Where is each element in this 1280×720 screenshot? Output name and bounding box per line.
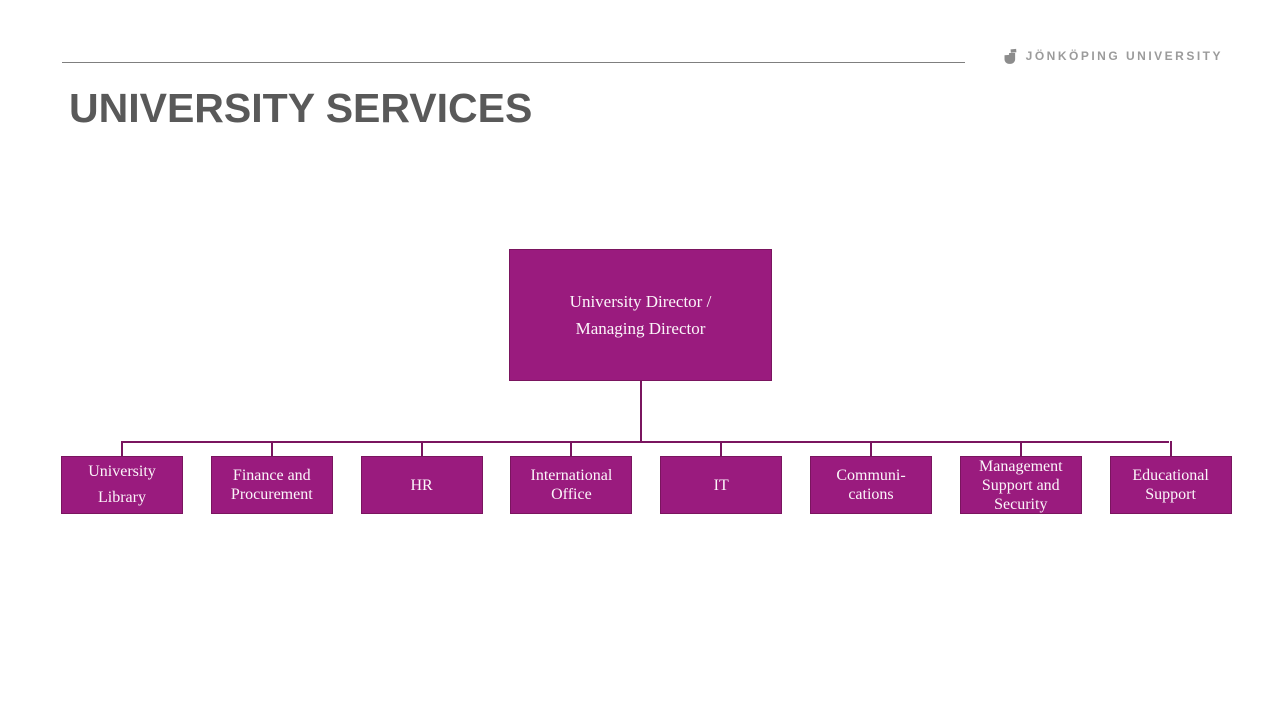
connector-horizontal bbox=[121, 441, 1169, 443]
org-node-label-line: Procurement bbox=[230, 486, 313, 503]
org-node-label-line: Library bbox=[98, 489, 146, 506]
org-node-root[interactable]: University Director / Managing Director bbox=[509, 249, 772, 381]
university-logo: JÖNKÖPING UNIVERSITY bbox=[1003, 40, 1223, 72]
connector-stub-management-support-and-security bbox=[1019, 441, 1022, 457]
org-node-label-line: Management bbox=[979, 457, 1063, 475]
org-node-label-line: Educational bbox=[1132, 467, 1209, 484]
connector-stub-finance-and-procurement bbox=[270, 441, 273, 457]
org-node-hr[interactable]: HR bbox=[360, 456, 483, 514]
org-node-it[interactable]: IT bbox=[660, 456, 783, 514]
connector-stub-university-library bbox=[121, 441, 123, 457]
org-node-label-line: University Director / bbox=[569, 292, 712, 311]
org-node-label-line: International bbox=[530, 467, 613, 484]
connector-stub-it bbox=[720, 441, 723, 457]
org-node-communications[interactable]: Communi-cations bbox=[810, 456, 932, 514]
org-node-label-line: Office bbox=[551, 486, 592, 503]
ju-monogram-icon bbox=[1004, 48, 1017, 64]
org-node-label-line: Managing Director bbox=[575, 319, 706, 338]
page-title: UNIVERSITY SERVICES bbox=[69, 85, 533, 131]
org-node-label-line: Support bbox=[1145, 486, 1196, 503]
org-node-label-line: cations bbox=[848, 486, 894, 503]
org-node-label-line: Security bbox=[994, 495, 1048, 513]
connector-stub-hr bbox=[420, 441, 423, 457]
logo-text: JÖNKÖPING UNIVERSITY bbox=[1025, 49, 1223, 63]
org-node-label-line: University bbox=[88, 463, 156, 480]
connector-stub-educational-support bbox=[1169, 441, 1172, 457]
org-node-label-line: HR bbox=[410, 476, 433, 494]
org-node-label-line: Communi- bbox=[836, 467, 906, 484]
connector-stub-communications bbox=[870, 441, 872, 457]
connector-stub-international-office bbox=[570, 441, 573, 457]
org-node-label-line: Support and bbox=[981, 476, 1060, 494]
org-node-label-line: IT bbox=[713, 476, 729, 494]
connector-root-drop bbox=[640, 381, 642, 442]
header-rule bbox=[62, 62, 965, 63]
org-node-label-line: Finance and bbox=[232, 467, 311, 484]
